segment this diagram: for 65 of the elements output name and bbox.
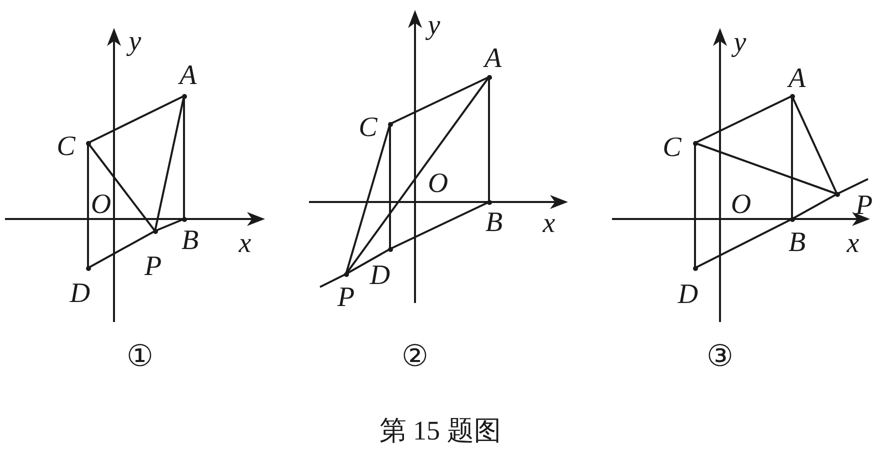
- line-segment: [346, 248, 390, 275]
- vertex: [152, 228, 158, 234]
- point-label: P: [855, 192, 873, 220]
- figure-number: ③: [706, 342, 734, 372]
- extended-line: [836, 178, 868, 195]
- origin-label: O: [90, 191, 112, 219]
- figure-number: ②: [402, 342, 428, 372]
- origin-label: O: [730, 191, 752, 219]
- line-segment: [87, 142, 156, 232]
- point-label: C: [56, 133, 76, 161]
- axis-label: x: [238, 230, 252, 258]
- point-label: B: [485, 209, 503, 237]
- axis-label: x: [846, 230, 860, 258]
- line-segment: [389, 124, 391, 249]
- vertex: [790, 94, 794, 98]
- caption: 第 15 题图: [379, 418, 501, 444]
- vertex: [182, 94, 186, 98]
- point-label: A: [788, 65, 806, 93]
- line-segment: [88, 230, 156, 269]
- vertex: [344, 272, 348, 276]
- figure-number: ①: [126, 342, 154, 372]
- line-segment: [154, 96, 185, 232]
- point-label: P: [144, 253, 162, 281]
- axis-label: y: [734, 29, 746, 57]
- line-segment: [88, 95, 184, 144]
- point-label: B: [181, 227, 199, 255]
- vertex: [486, 74, 492, 80]
- line-segment: [694, 218, 792, 269]
- origin-label: O: [428, 170, 448, 198]
- point-label: A: [484, 45, 502, 73]
- vertex: [86, 266, 90, 270]
- line-segment: [345, 76, 490, 275]
- line-segment: [390, 76, 490, 125]
- point-label: D: [370, 262, 390, 290]
- line-segment: [791, 96, 793, 219]
- vertex: [692, 266, 698, 270]
- point-label: C: [662, 134, 682, 162]
- line-segment: [694, 143, 696, 268]
- point-label: B: [788, 229, 806, 257]
- vertex: [388, 246, 392, 252]
- vertex: [182, 216, 186, 222]
- axis-label: y: [428, 12, 440, 40]
- line-segment: [791, 96, 838, 194]
- vertex: [834, 192, 840, 196]
- point-label: P: [337, 284, 355, 312]
- line-segment: [390, 201, 490, 250]
- point-label: C: [358, 114, 378, 142]
- line-segment: [345, 124, 391, 274]
- vertex: [790, 216, 794, 222]
- line-segment: [792, 193, 838, 220]
- line-segment: [488, 77, 490, 202]
- point-label: D: [70, 280, 90, 308]
- axis-label: x: [542, 210, 556, 238]
- line-segment: [183, 96, 185, 219]
- point-label: D: [678, 281, 698, 309]
- axis-label: y: [128, 28, 142, 56]
- vertex: [86, 140, 90, 146]
- line-segment: [154, 218, 184, 232]
- vertex: [388, 122, 392, 126]
- point-label: A: [179, 62, 197, 90]
- line-segment: [87, 143, 89, 268]
- extended-line: [320, 273, 346, 288]
- vertex: [486, 200, 492, 204]
- line-segment: [694, 95, 792, 144]
- vertex: [692, 140, 698, 146]
